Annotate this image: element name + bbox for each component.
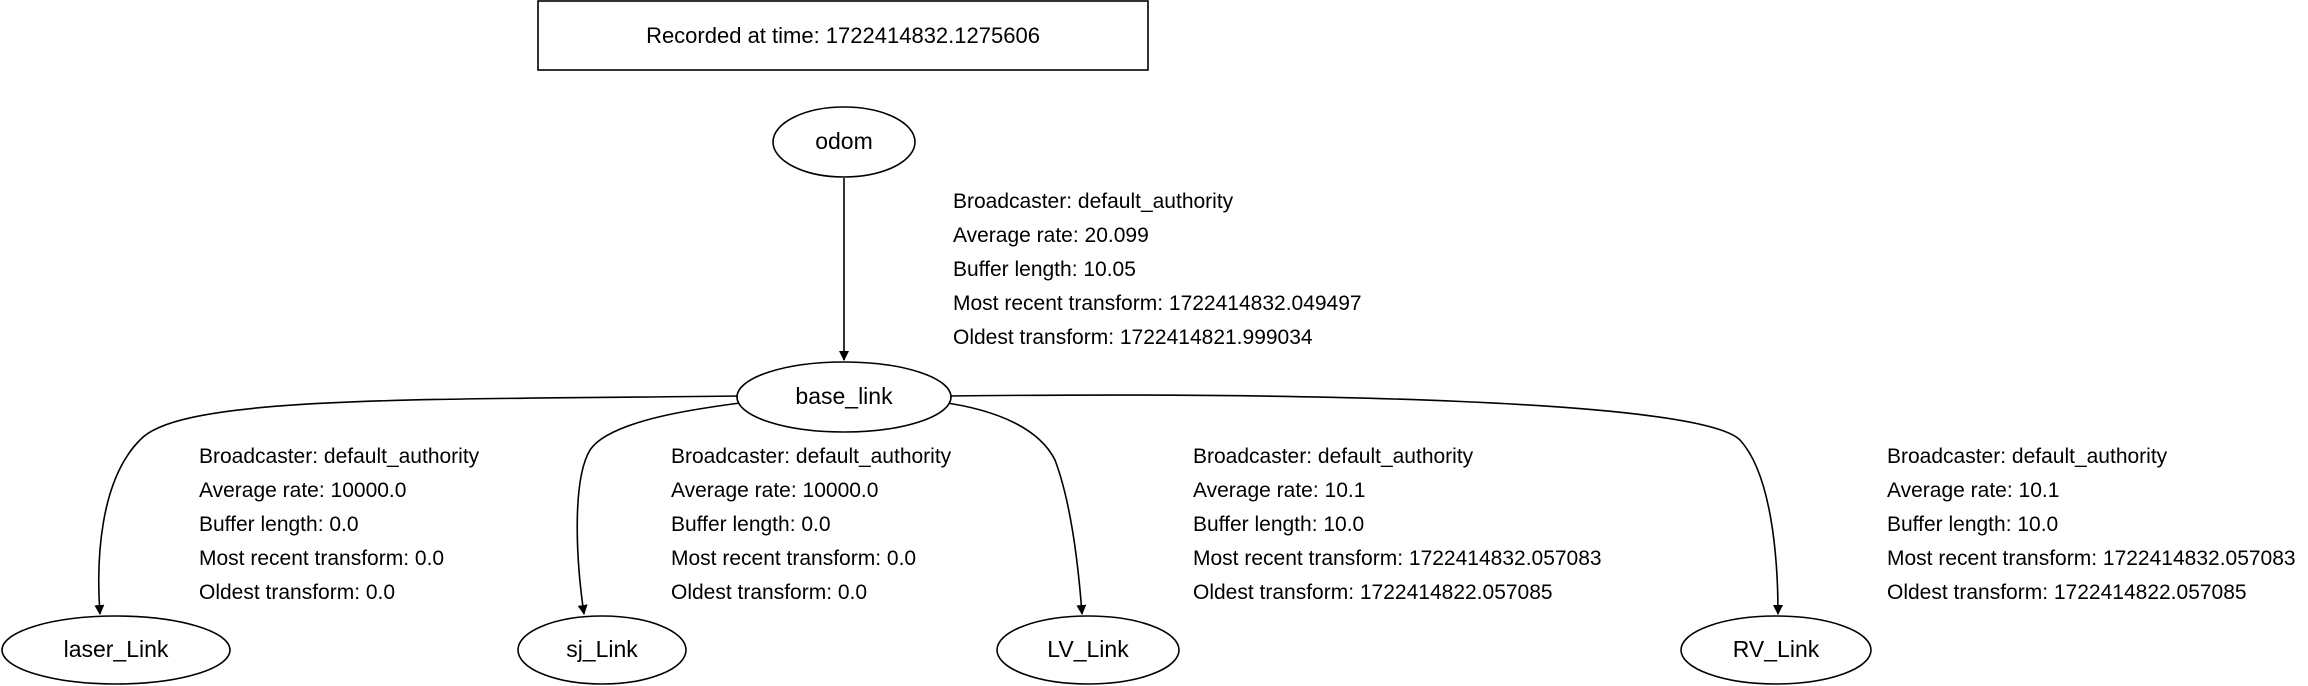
edge-broadcaster: Broadcaster: default_authority	[1887, 445, 2168, 468]
edge-buffer-length: Buffer length: 10.0	[1887, 513, 2058, 536]
node-lv-link: LV_Link	[996, 615, 1180, 685]
edge-oldest: Oldest transform: 1722414822.057085	[1887, 581, 2247, 604]
node-label-sj-link: sj_Link	[566, 636, 638, 662]
edge-most-recent: Most recent transform: 0.0	[199, 547, 444, 570]
edge-oldest: Oldest transform: 0.0	[199, 581, 395, 604]
edge-label-base-link-to-laser-link: Broadcaster: default_authority Average r…	[199, 445, 480, 604]
edge-buffer-length: Buffer length: 0.0	[199, 513, 359, 536]
edge-buffer-length: Buffer length: 10.0	[1193, 513, 1364, 536]
node-base-link: base_link	[736, 361, 952, 433]
edge-average-rate: Average rate: 10.1	[1193, 479, 1365, 502]
node-label-rv-link: RV_Link	[1733, 636, 1820, 662]
node-sj-link: sj_Link	[517, 615, 687, 685]
edge-broadcaster: Broadcaster: default_authority	[953, 190, 1234, 213]
edge-oldest: Oldest transform: 1722414821.999034	[953, 326, 1313, 349]
edge-buffer-length: Buffer length: 10.05	[953, 258, 1136, 281]
edge-oldest: Oldest transform: 0.0	[671, 581, 867, 604]
edge-most-recent: Most recent transform: 1722414832.057083	[1193, 547, 1602, 570]
edge-average-rate: Average rate: 10.1	[1887, 479, 2059, 502]
edge-most-recent: Most recent transform: 0.0	[671, 547, 916, 570]
node-label-base-link: base_link	[795, 383, 893, 409]
edge-label-base-link-to-lv-link: Broadcaster: default_authority Average r…	[1193, 445, 1602, 604]
edge-label-base-link-to-rv-link: Broadcaster: default_authority Average r…	[1887, 445, 2296, 604]
node-label-odom: odom	[815, 128, 873, 154]
edge-broadcaster: Broadcaster: default_authority	[199, 445, 480, 468]
edge-most-recent: Most recent transform: 1722414832.057083	[1887, 547, 2296, 570]
node-rv-link: RV_Link	[1680, 615, 1872, 685]
node-laser-link: laser_Link	[1, 615, 231, 685]
edge-broadcaster: Broadcaster: default_authority	[1193, 445, 1474, 468]
edge-average-rate: Average rate: 20.099	[953, 224, 1149, 247]
edge-label-base-link-to-sj-link: Broadcaster: default_authority Average r…	[671, 445, 952, 604]
recorded-time-label: Recorded at time: 1722414832.1275606	[646, 23, 1040, 48]
node-odom: odom	[772, 106, 916, 178]
edge-label-odom-to-base-link: Broadcaster: default_authority Average r…	[953, 190, 1362, 349]
recorded-time-box: Recorded at time: 1722414832.1275606	[537, 0, 1149, 71]
edge-base-link-to-rv-link	[947, 394, 1783, 615]
edge-oldest: Oldest transform: 1722414822.057085	[1193, 581, 1553, 604]
edge-most-recent: Most recent transform: 1722414832.049497	[953, 292, 1362, 315]
edge-base-link-to-laser-link	[94, 395, 741, 615]
edge-base-link-to-lv-link	[939, 401, 1087, 615]
node-label-lv-link: LV_Link	[1047, 636, 1129, 662]
edge-average-rate: Average rate: 10000.0	[671, 479, 878, 502]
node-label-laser-link: laser_Link	[64, 636, 169, 662]
edge-average-rate: Average rate: 10000.0	[199, 479, 406, 502]
edge-buffer-length: Buffer length: 0.0	[671, 513, 831, 536]
edge-base-link-to-sj-link	[576, 401, 749, 615]
edge-broadcaster: Broadcaster: default_authority	[671, 445, 952, 468]
